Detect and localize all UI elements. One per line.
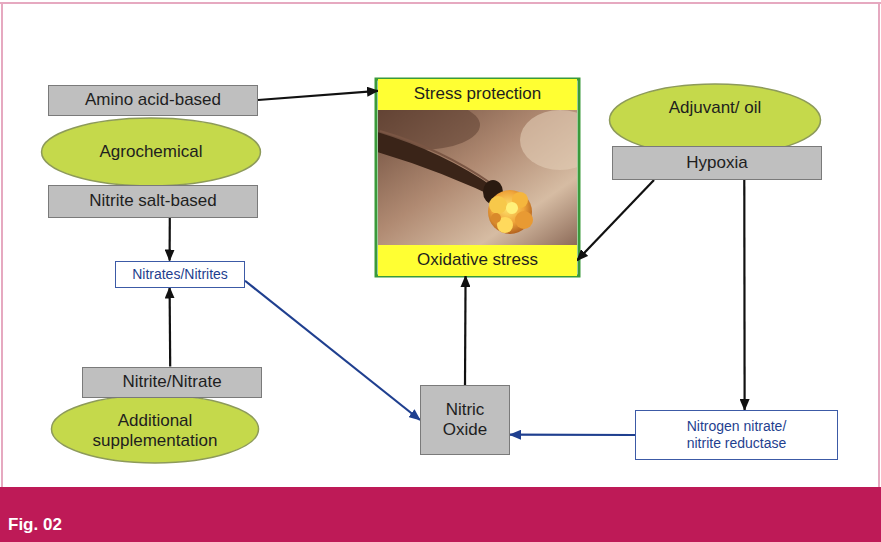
arrow-connector [510, 434, 635, 436]
node-text: Additional supplementation [75, 411, 235, 452]
frame-line [1, 3, 3, 487]
node-text: Nitrogen nitrate/ nitrite reductase [669, 418, 804, 452]
arrow-connector [245, 281, 420, 420]
compound-box: Nitrates/Nitrites [115, 261, 245, 288]
node-text: Nitrite salt-based [89, 191, 217, 211]
arrow-connector [743, 180, 746, 410]
process-box: Amino acid-based [48, 85, 258, 116]
frame-line [878, 3, 880, 487]
node-text: Hypoxia [686, 153, 747, 173]
caption-bar: Fig. 02 [0, 487, 881, 542]
bud-photo [378, 108, 577, 246]
arrow-connector [169, 218, 171, 261]
outcome-box: Oxidative stress [378, 245, 577, 276]
process-box: Nitrite/Nitrate [82, 367, 262, 398]
node-text: Nitrates/Nitrites [132, 266, 228, 283]
frame-line [0, 2, 881, 4]
photo-frame [376, 79, 579, 276]
source-ellipse: Agrochemical [40, 117, 262, 187]
node-text: Oxidative stress [417, 250, 538, 270]
node-text: Amino acid-based [85, 90, 221, 110]
enzyme-box: Nitrogen nitrate/ nitrite reductase [635, 410, 838, 460]
process-box: Nitrite salt-based [48, 185, 258, 218]
node-text: Agrochemical [100, 142, 203, 162]
arrow-connector [169, 288, 172, 367]
process-box: Nitric Oxide [420, 385, 510, 455]
arrow-connector [464, 276, 467, 385]
node-text: Nitrite/Nitrate [122, 372, 221, 392]
figure-label: Fig. 02 [8, 515, 62, 535]
process-box: Hypoxia [612, 146, 822, 180]
outcome-box: Stress protection [378, 79, 577, 110]
source-ellipse: Additional supplementation [50, 394, 260, 464]
arrow-connector [258, 91, 378, 100]
node-text: Nitric Oxide [427, 400, 503, 441]
node-text: Stress protection [414, 84, 542, 104]
arrow-connector [577, 180, 654, 261]
node-text: Adjuvant/ oil [669, 98, 762, 118]
